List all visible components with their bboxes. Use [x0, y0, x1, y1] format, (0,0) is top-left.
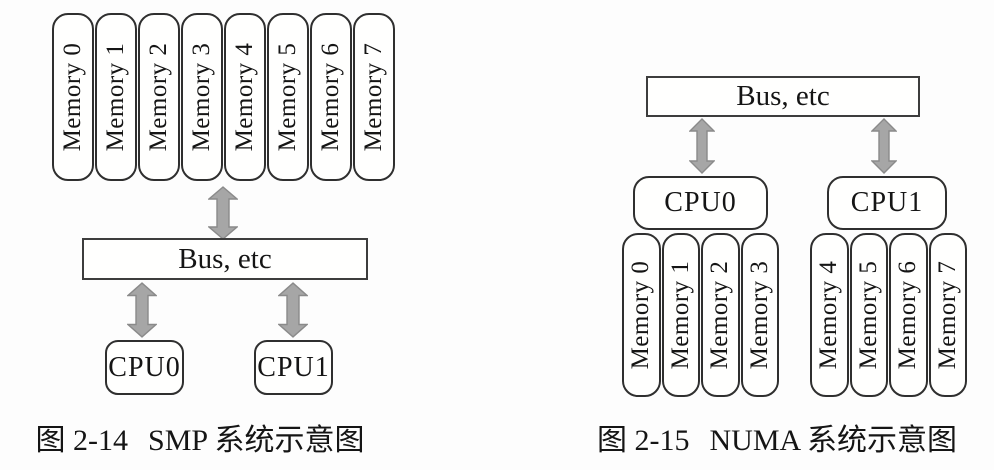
cpu-label: CPU0 [108, 351, 181, 383]
numa-node1-memory-row: Memory 4 Memory 5 Memory 6 Memory 7 [810, 233, 967, 397]
memory-label: Memory 7 [360, 42, 387, 152]
figure-number: 图 2-15 [596, 424, 690, 457]
bus-label: Bus, etc [178, 242, 272, 275]
smp-bus-box: Bus, etc [82, 238, 368, 280]
double-arrow-icon [127, 282, 157, 338]
numa-bus-box: Bus, etc [646, 76, 920, 117]
memory-module-6: Memory 6 [889, 233, 928, 397]
memory-module-3: Memory 3 [740, 233, 779, 397]
memory-label: Memory 3 [745, 260, 773, 370]
memory-label: Memory 3 [188, 42, 215, 152]
cpu-label: CPU0 [664, 187, 737, 218]
smp-memory-row: Memory 0 Memory 1 Memory 2 Memory 3 Memo… [52, 13, 395, 181]
memory-module-5: Memory 5 [849, 233, 888, 397]
numa-figure: Bus, etc CPU0 CPU1 Memory 0 Memory 1 Mem… [560, 0, 994, 470]
double-arrow-icon [208, 186, 238, 240]
memory-label: Memory 7 [933, 260, 961, 370]
figure-title: NUMA 系统示意图 [709, 424, 957, 457]
memory-module-2: Memory 2 [701, 233, 740, 397]
figure-number: 图 2-14 [35, 424, 129, 457]
memory-module-0: Memory 0 [52, 13, 94, 181]
memory-label: Memory 5 [854, 260, 882, 370]
cpu-label: CPU1 [257, 351, 330, 383]
memory-module-1: Memory 1 [95, 13, 137, 181]
memory-label: Memory 6 [317, 42, 344, 152]
numa-cpu0-box: CPU0 [633, 176, 768, 230]
memory-module-4: Memory 4 [224, 13, 266, 181]
cpu-label: CPU1 [850, 187, 924, 218]
figure-title: SMP 系统示意图 [148, 424, 365, 457]
double-arrow-icon [278, 282, 308, 338]
memory-label: Memory 2 [706, 260, 734, 370]
smp-caption: 图 2-14 SMP 系统示意图 [0, 415, 400, 459]
numa-caption: 图 2-15 NUMA 系统示意图 [577, 415, 977, 459]
smp-cpu0-box: CPU0 [105, 340, 184, 395]
memory-label: Memory 4 [815, 260, 843, 370]
numa-cpu1-box: CPU1 [827, 176, 947, 230]
memory-label: Memory 0 [59, 42, 86, 152]
memory-label: Memory 1 [102, 42, 129, 152]
memory-label: Memory 2 [145, 42, 172, 152]
memory-module-6: Memory 6 [310, 13, 352, 181]
memory-label: Memory 5 [274, 42, 301, 152]
bus-label: Bus, etc [736, 80, 830, 112]
memory-module-2: Memory 2 [138, 13, 180, 181]
memory-module-7: Memory 7 [353, 13, 395, 181]
smp-cpu1-box: CPU1 [254, 340, 333, 395]
memory-label: Memory 0 [627, 260, 655, 370]
memory-module-1: Memory 1 [661, 233, 700, 397]
memory-label: Memory 1 [666, 260, 694, 370]
memory-module-5: Memory 5 [267, 13, 309, 181]
memory-label: Memory 4 [231, 42, 258, 152]
memory-label: Memory 6 [894, 260, 922, 370]
double-arrow-icon [871, 118, 897, 174]
memory-module-0: Memory 0 [622, 233, 661, 397]
memory-module-7: Memory 7 [928, 233, 967, 397]
memory-module-3: Memory 3 [181, 13, 223, 181]
double-arrow-icon [689, 118, 715, 174]
smp-figure: Memory 0 Memory 1 Memory 2 Memory 3 Memo… [0, 0, 420, 470]
numa-node0-memory-row: Memory 0 Memory 1 Memory 2 Memory 3 [622, 233, 779, 397]
memory-module-4: Memory 4 [810, 233, 849, 397]
